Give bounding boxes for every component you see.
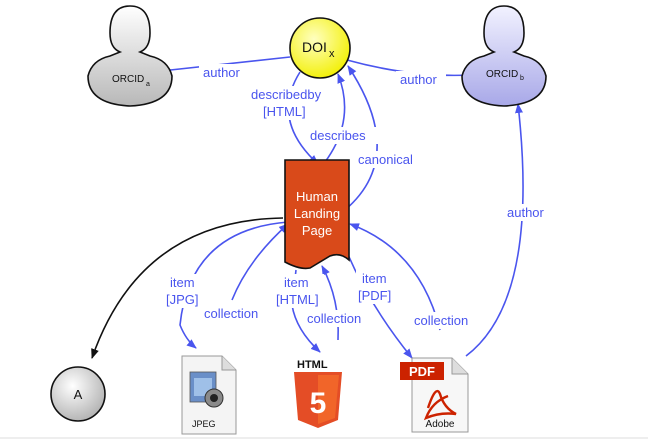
label-describedby-html: [HTML] (263, 104, 306, 119)
label-item-jpg-type: [JPG] (166, 292, 199, 307)
html5-number: 5 (310, 387, 327, 420)
label-item-pdf: item (362, 271, 387, 286)
pdf-banner (400, 362, 444, 380)
acrobat-icon (423, 389, 457, 421)
label-author-pdf: author (507, 205, 545, 220)
edge-collection-html (321, 265, 339, 341)
label-item-html: item (284, 275, 309, 290)
html5-logo: HTML 5 (294, 359, 342, 428)
orcid-b-node: ORCID b (461, 5, 547, 107)
edge-canonical (339, 65, 378, 215)
label-item-pdf-type: [PDF] (358, 288, 391, 303)
doi-label: DOI (302, 39, 327, 55)
edge-labels: author author describedby [HTML] describ… (166, 64, 551, 329)
document-shape (284, 159, 350, 270)
label-collection-jpg: collection (204, 306, 258, 321)
html5-label: HTML (297, 359, 328, 371)
pdf-label: PDF (409, 364, 435, 379)
orcid-b-subscript: b (520, 75, 524, 82)
edge-landing-a (91, 217, 284, 359)
doi-subscript: x (329, 48, 335, 60)
pdf-brand: Adobe (426, 419, 455, 430)
orcid-b-label: ORCID (486, 69, 518, 80)
label-describes: describes (310, 128, 366, 143)
label-collection-html: collection (307, 311, 361, 326)
orcid-a-node: ORCID a (87, 5, 173, 107)
doi-node: DOI x (289, 17, 351, 79)
landing-line-1: Human (296, 189, 338, 204)
a-node: A (50, 366, 106, 422)
person-icon (461, 5, 547, 107)
edge-describes (324, 73, 346, 163)
label-author-a: author (203, 65, 241, 80)
landing-line-2: Landing (294, 206, 340, 221)
label-author-b: author (400, 72, 438, 87)
landing-line-3: Page (302, 223, 332, 238)
person-icon (87, 5, 173, 107)
label-describedby: describedby (251, 87, 322, 102)
jpeg-file-icon: JPEG (181, 355, 237, 435)
orcid-a-subscript: a (146, 81, 150, 88)
label-item-jpg: item (170, 275, 195, 290)
jpeg-label: JPEG (192, 419, 216, 429)
label-collection-pdf: collection (414, 313, 468, 328)
label-item-html-type: [HTML] (276, 292, 319, 307)
label-canonical: canonical (358, 152, 413, 167)
pdf-file-icon: PDF Adobe (400, 357, 469, 433)
edge-collection-jpg (231, 223, 289, 301)
orcid-a-label: ORCID (112, 74, 144, 85)
landing-page-node: Human Landing Page (284, 159, 350, 270)
edge-author-pdf (465, 103, 524, 357)
a-label: A (74, 387, 83, 402)
